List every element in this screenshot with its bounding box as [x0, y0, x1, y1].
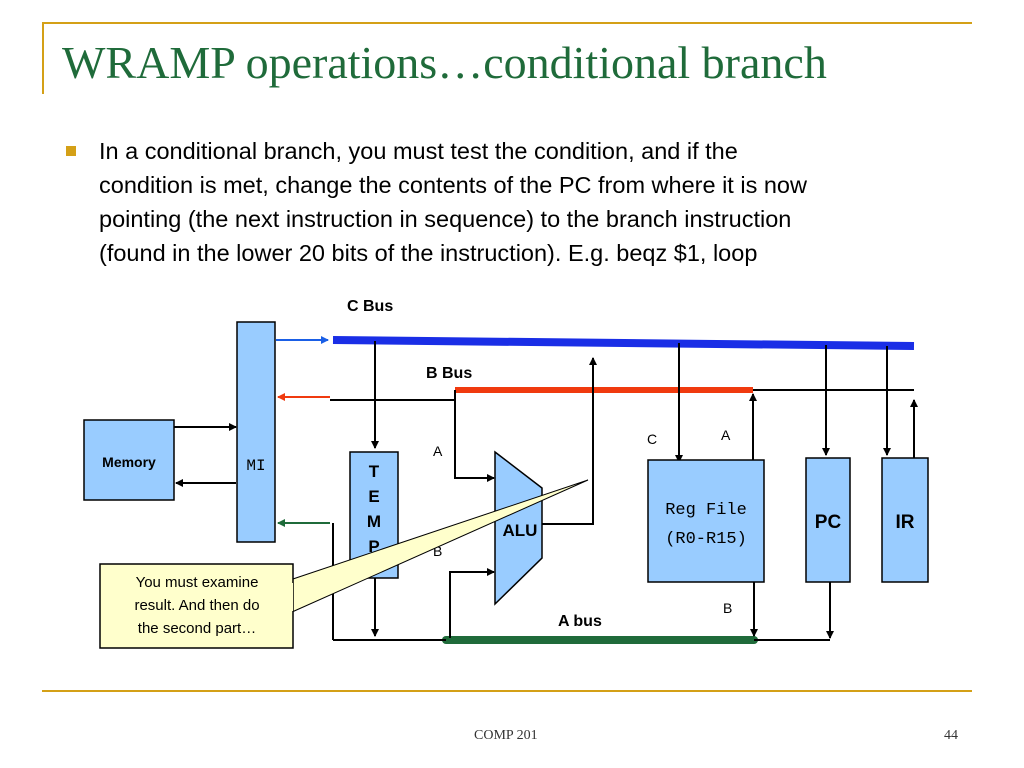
callout-line: the second part… [138, 620, 256, 637]
c-bus-label: C Bus [347, 298, 393, 315]
bullet-line: (found in the lower 20 bits of the instr… [99, 240, 758, 266]
regfile-box [647, 459, 765, 583]
a-bus-label: A bus [558, 613, 602, 630]
memory-box [83, 419, 175, 501]
mi-box [236, 321, 276, 543]
alu-to-c-bus-arrow [542, 357, 597, 525]
alu-port-a-label: A [433, 443, 443, 459]
footer-rule [42, 690, 972, 692]
regfile-port-c-label: C [647, 431, 657, 447]
callout-line: You must examine [136, 574, 259, 591]
a-bus-to-alu-b-arrow [449, 568, 495, 638]
title-accent-vertical-rule [42, 22, 44, 94]
regfile-port-b-label: B [723, 600, 732, 616]
b-bus-to-alu-a-arrow [454, 390, 495, 482]
regfile-label-line2: (R0-R15) [665, 530, 747, 549]
bullet-square-icon [66, 146, 76, 156]
pc-box [805, 457, 851, 583]
ir-label: IR [896, 512, 915, 533]
footer-course: COMP 201 [474, 728, 538, 743]
c-bus [332, 336, 915, 350]
ir-box [881, 457, 929, 583]
regfile-port-a-label: A [721, 427, 731, 443]
bullet-paragraph: In a conditional branch, you must test t… [99, 134, 979, 270]
bullet-line: In a conditional branch, you must test t… [99, 138, 738, 164]
temp-letter: M [367, 512, 381, 531]
callout-line: result. And then do [134, 597, 259, 614]
b-bus-label: B Bus [426, 365, 472, 382]
footer-page-number: 44 [944, 728, 958, 743]
alu-shape [494, 450, 543, 606]
bullet-line: pointing (the next instruction in sequen… [99, 206, 792, 232]
temp-letter: E [368, 487, 379, 506]
regfile-label-line1: Reg File [665, 501, 747, 520]
memory-label: Memory [102, 454, 156, 470]
mi-label: MI [246, 457, 265, 475]
bullet-line: condition is met, change the contents of… [99, 172, 807, 198]
pc-label: PC [815, 512, 842, 533]
temp-letter: P [368, 537, 379, 556]
slide-title: WRAMP operations…conditional branch [62, 37, 827, 88]
title-accent-horizontal-rule [42, 22, 972, 24]
alu-label: ALU [503, 521, 538, 540]
alu-port-b-label: B [433, 543, 442, 559]
temp-letter: T [369, 462, 380, 481]
